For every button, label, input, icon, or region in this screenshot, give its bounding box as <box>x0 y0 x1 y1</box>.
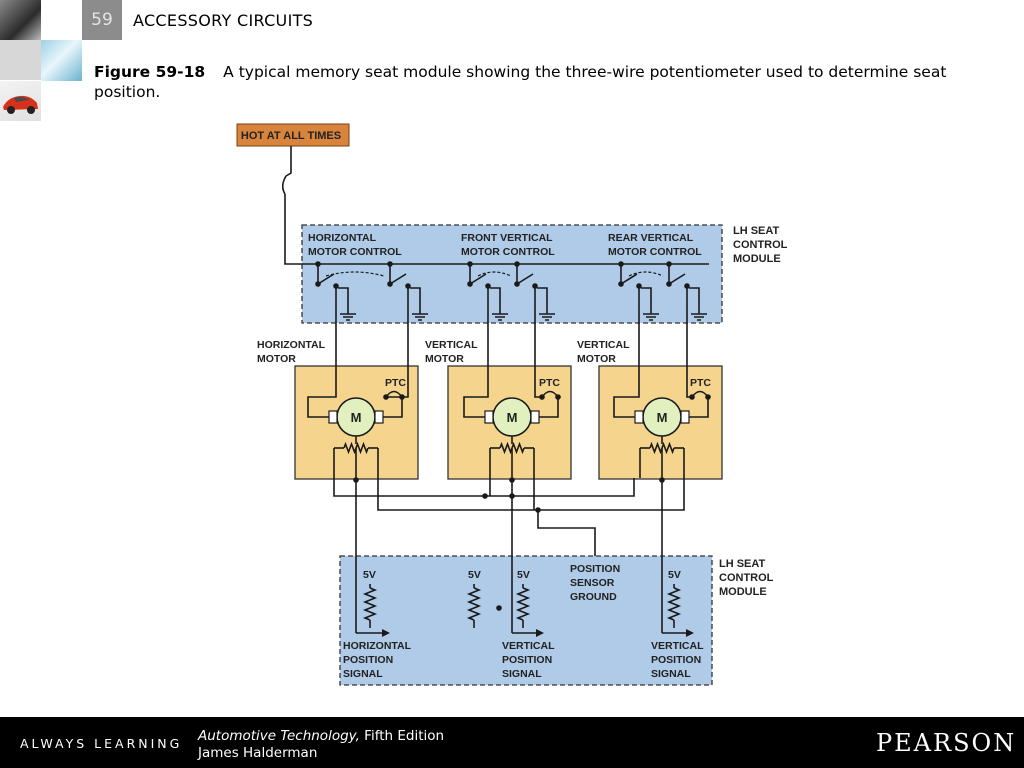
motor-lead <box>689 397 709 418</box>
motor-brush <box>374 410 384 424</box>
junction-dot <box>539 394 545 400</box>
relay-contact <box>668 273 686 285</box>
junction-dot <box>482 493 488 499</box>
junction-dot <box>496 605 502 611</box>
book-info: Automotive Technology, Fifth Edition Jam… <box>198 728 444 762</box>
bottom-control-module <box>339 555 713 686</box>
book-edition: Fifth Edition <box>364 728 445 744</box>
relay-contact <box>516 273 534 285</box>
motor-lead <box>307 306 337 418</box>
junction-dot <box>689 394 695 400</box>
red-car-thumbnail <box>0 81 41 121</box>
ptc-label-1: PTC <box>385 377 406 389</box>
junction-dot <box>383 394 389 400</box>
motor-symbol-3: M <box>657 410 668 425</box>
fuse-symbol <box>281 175 287 195</box>
sensor-ground-return <box>537 510 596 556</box>
footer-bar: ALWAYS LEARNING Automotive Technology, F… <box>0 717 1024 768</box>
arrow-head <box>536 629 544 637</box>
motor-brush <box>680 410 690 424</box>
motor-brush <box>530 410 540 424</box>
voltage-label-1: 5V <box>363 569 376 581</box>
wire <box>285 146 292 177</box>
resistor-symbol <box>666 587 682 621</box>
voltage-label-2: 5V <box>468 569 481 581</box>
motor-lead <box>383 397 403 418</box>
sensor-ground <box>377 478 685 511</box>
relay-link <box>477 271 512 277</box>
junction-dot <box>659 477 665 483</box>
chapter-number: 59 <box>82 0 122 40</box>
hot-bus <box>284 194 709 265</box>
ptc-label-2: PTC <box>539 377 560 389</box>
hot-label: HOT AT ALL TIMES <box>241 130 341 142</box>
red-car-icon <box>3 95 38 114</box>
wire <box>537 287 548 306</box>
footer-tagline: ALWAYS LEARNING <box>20 736 183 751</box>
relay-contact <box>469 273 487 285</box>
wire <box>490 287 501 306</box>
resistor-symbol <box>362 587 378 621</box>
relay-contact <box>317 273 335 285</box>
relay-contact <box>389 273 407 285</box>
motor-brush <box>484 410 494 424</box>
motor-lead <box>463 306 489 418</box>
resistor-symbol <box>515 587 531 621</box>
book-title: Automotive Technology, <box>198 728 360 744</box>
resistor-symbol <box>466 587 482 621</box>
figure-number: Figure 59-18 <box>94 63 206 81</box>
ptc-label-3: PTC <box>690 377 711 389</box>
grey-thumbnail <box>0 40 41 80</box>
sensor-supply <box>333 478 635 497</box>
motor-symbol-1: M <box>351 410 362 425</box>
junction-dot <box>535 507 541 513</box>
circuit-wiring <box>236 123 723 686</box>
book-author: James Halderman <box>198 745 318 761</box>
chapter-title: ACCESSORY CIRCUITS <box>133 11 314 30</box>
voltage-label-4: 5V <box>668 569 681 581</box>
junction-dot <box>353 477 359 483</box>
wire <box>641 287 652 306</box>
motor-lead <box>386 306 409 398</box>
car-thumbnail <box>0 0 41 40</box>
relay-link <box>628 271 664 277</box>
motor-lead <box>539 397 559 418</box>
chapter-thumbnails <box>0 0 41 122</box>
motor-lead <box>613 306 640 418</box>
hot-at-all-times-box <box>236 123 350 147</box>
motor-symbol-2: M <box>507 410 518 425</box>
junction-dot <box>509 493 515 499</box>
publisher-logo: PEARSON <box>876 729 1017 757</box>
motor-brush <box>634 410 644 424</box>
wire <box>338 287 349 306</box>
wire <box>689 287 700 306</box>
motor-brush <box>328 410 338 424</box>
arrow-head <box>382 629 390 637</box>
voltage-label-3: 5V <box>517 569 530 581</box>
relay-contact <box>620 273 638 285</box>
junction-dot <box>509 477 515 483</box>
caption-text: A typical memory seat module showing the… <box>94 63 947 101</box>
arrow-head <box>686 629 694 637</box>
engine-thumbnail <box>41 40 82 81</box>
wire <box>410 287 421 306</box>
